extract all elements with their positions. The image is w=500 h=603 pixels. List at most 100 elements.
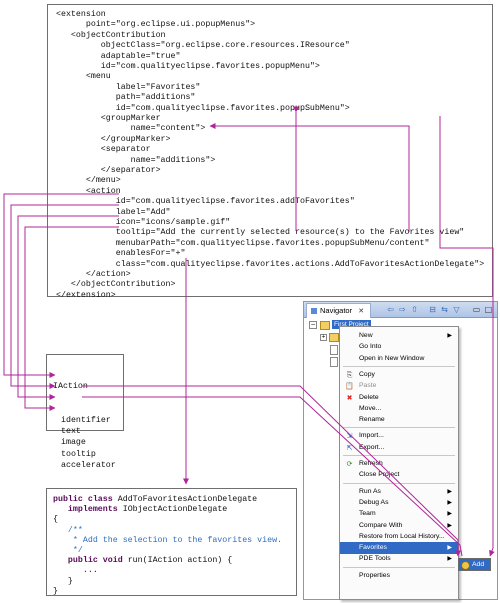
submenu-arrow-icon: ▶ bbox=[447, 555, 452, 563]
tree-row-first-project[interactable]: − First Project bbox=[307, 320, 492, 330]
minimize-icon[interactable]: ▭ bbox=[472, 305, 481, 314]
menu-item-import[interactable]: ⇲ Import... bbox=[340, 430, 458, 442]
submenu-arrow-icon: ▶ bbox=[447, 487, 452, 495]
xml-line: </menu> bbox=[56, 176, 121, 186]
menu-item-label: Close Project bbox=[359, 471, 400, 479]
menu-item-favorites[interactable]: Favorites▶ bbox=[340, 542, 458, 555]
xml-line: <objectContribution bbox=[56, 30, 166, 40]
xml-line: </extension> bbox=[56, 290, 116, 300]
xml-line: name="content"> bbox=[56, 124, 206, 134]
xml-line: id="com.qualityeclipse.favorites.popupMe… bbox=[56, 62, 320, 71]
menu-item-go-into[interactable]: Go Into bbox=[340, 341, 458, 353]
java-comment: */ bbox=[53, 545, 83, 555]
menu-item-compare-with[interactable]: Compare With▶ bbox=[340, 520, 458, 532]
menu-item-label: Debug As bbox=[359, 498, 389, 506]
maximize-icon[interactable]: □ bbox=[484, 305, 493, 314]
menu-item-label: Move... bbox=[359, 404, 382, 412]
menu-item-close-project[interactable]: Close Project bbox=[340, 469, 458, 481]
menu-item-label: Refresh bbox=[359, 460, 383, 467]
tree-expand-icon[interactable]: + bbox=[320, 334, 327, 341]
java-code-line: /** bbox=[53, 525, 282, 535]
menu-item-label: Compare With bbox=[359, 521, 403, 529]
menu-item-open-in-new-window[interactable]: Open in New Window bbox=[340, 353, 458, 365]
xml-line: icon="icons/sample.gif" bbox=[56, 218, 231, 227]
back-arrow-icon[interactable]: ⇦ bbox=[387, 305, 394, 314]
menu-item-label: Copy bbox=[359, 370, 375, 378]
menu-separator bbox=[343, 455, 455, 456]
menu-item-label: Import... bbox=[359, 432, 384, 440]
xml-line: path="additions" bbox=[56, 93, 196, 103]
menu-item-export[interactable]: ⇱Export... bbox=[340, 442, 458, 454]
menu-item-delete[interactable]: ✖Delete bbox=[340, 392, 458, 404]
xml-code-lines: <extension point="org.eclipse.ui.popupMe… bbox=[56, 9, 492, 300]
menu-item-label: New bbox=[359, 332, 373, 339]
menu-item-label: Paste bbox=[359, 382, 377, 390]
menu-item-properties[interactable]: Properties bbox=[340, 570, 458, 582]
navigator-view-icon bbox=[311, 308, 317, 315]
java-keyword: public void bbox=[53, 556, 128, 566]
menu-item-debug-as[interactable]: Debug As▶ bbox=[340, 497, 458, 509]
java-code: } bbox=[53, 586, 58, 596]
java-code: AddToFavoritesActionDelegate bbox=[117, 495, 258, 504]
menu-item-pde-tools[interactable]: PDE Tools ▶ bbox=[340, 553, 458, 565]
collapse-all-icon[interactable]: ⊟ bbox=[429, 305, 436, 314]
java-code-line: } bbox=[53, 576, 282, 586]
menu-item-paste[interactable]: 📋Paste bbox=[340, 380, 458, 392]
menu-item-label: Favorites bbox=[359, 544, 387, 552]
menu-item-rename[interactable]: Rename bbox=[340, 414, 458, 426]
java-code-line: { bbox=[53, 514, 282, 524]
xml-line: objectClass="org.eclipse.core.resources.… bbox=[56, 41, 350, 51]
iaction-field-image: image bbox=[61, 438, 86, 448]
xml-line: <action bbox=[56, 186, 121, 196]
java-code: } bbox=[53, 576, 73, 586]
menu-item-label: Delete bbox=[359, 393, 379, 401]
java-code-line: implements IObjectActionDelegate bbox=[53, 504, 282, 514]
xml-line: adaptable="true" bbox=[56, 51, 181, 61]
java-code: { bbox=[53, 515, 58, 525]
iaction-field-text: text bbox=[61, 427, 81, 437]
menu-item-team[interactable]: Team▶ bbox=[340, 508, 458, 520]
project-name-selected[interactable]: First Project bbox=[332, 320, 371, 329]
menu-item-run-as[interactable]: Run As▶ bbox=[340, 486, 458, 498]
close-icon[interactable]: ✕ bbox=[358, 308, 365, 315]
menu-item-new[interactable]: New▶ bbox=[340, 330, 458, 342]
up-folder-icon[interactable]: ⇧ bbox=[411, 305, 418, 314]
xml-line: <menu bbox=[56, 72, 111, 82]
import-icon: ⇲ bbox=[346, 432, 353, 441]
xml-line: label="Add" bbox=[56, 207, 171, 217]
menu-item-move[interactable]: Move... bbox=[340, 403, 458, 415]
navigator-title-bar: Navigator ✕ ⇦ ⇨ ⇧ ⊟ ⇆ ▽ ▭ □ bbox=[303, 301, 498, 318]
xml-line: label="Favorites" bbox=[56, 82, 201, 92]
menu-item-label: Open in New Window bbox=[359, 354, 425, 362]
menu-item-label: Export... bbox=[359, 443, 385, 451]
xml-line: tooltip="Add the currently selected reso… bbox=[56, 228, 465, 238]
java-keyword: public class bbox=[53, 495, 118, 504]
menu-item-refresh[interactable]: ⟳Refresh bbox=[340, 458, 458, 470]
java-keyword: implements bbox=[53, 505, 123, 515]
java-code-line: } bbox=[53, 586, 282, 596]
submenu-item-add[interactable]: Add bbox=[472, 561, 485, 568]
favorites-submenu: Add bbox=[458, 558, 491, 571]
tab-navigator[interactable]: Navigator ✕ bbox=[306, 303, 372, 318]
menu-item-restore-from-local-history[interactable]: Restore from Local History... bbox=[340, 531, 458, 543]
java-comment: /** bbox=[53, 525, 83, 535]
xml-line: </separator> bbox=[56, 166, 161, 175]
menu-separator bbox=[343, 482, 455, 484]
java-comment: * Add the selection to the favorites vie… bbox=[53, 535, 283, 545]
xml-line: point="org.eclipse.ui.popupMenus"> bbox=[56, 20, 256, 30]
menu-item-label: Properties bbox=[359, 571, 390, 579]
link-editor-icon[interactable]: ⇆ bbox=[441, 305, 448, 314]
tree-collapse-icon[interactable]: − bbox=[309, 321, 317, 329]
xml-line: <groupMarker bbox=[56, 114, 161, 123]
menu-chevron-down-icon[interactable]: ▽ bbox=[453, 305, 460, 314]
forward-arrow-icon[interactable]: ⇨ bbox=[399, 305, 406, 314]
menu-separator bbox=[343, 427, 455, 429]
add-favorite-icon bbox=[461, 561, 470, 570]
xml-line: <extension bbox=[56, 10, 106, 19]
menu-item-label: PDE Tools bbox=[359, 555, 391, 563]
submenu-arrow-icon: ▶ bbox=[447, 510, 452, 518]
menu-item-copy[interactable]: ⎘Copy bbox=[340, 369, 458, 381]
xml-line: </objectContribution> bbox=[56, 280, 176, 290]
